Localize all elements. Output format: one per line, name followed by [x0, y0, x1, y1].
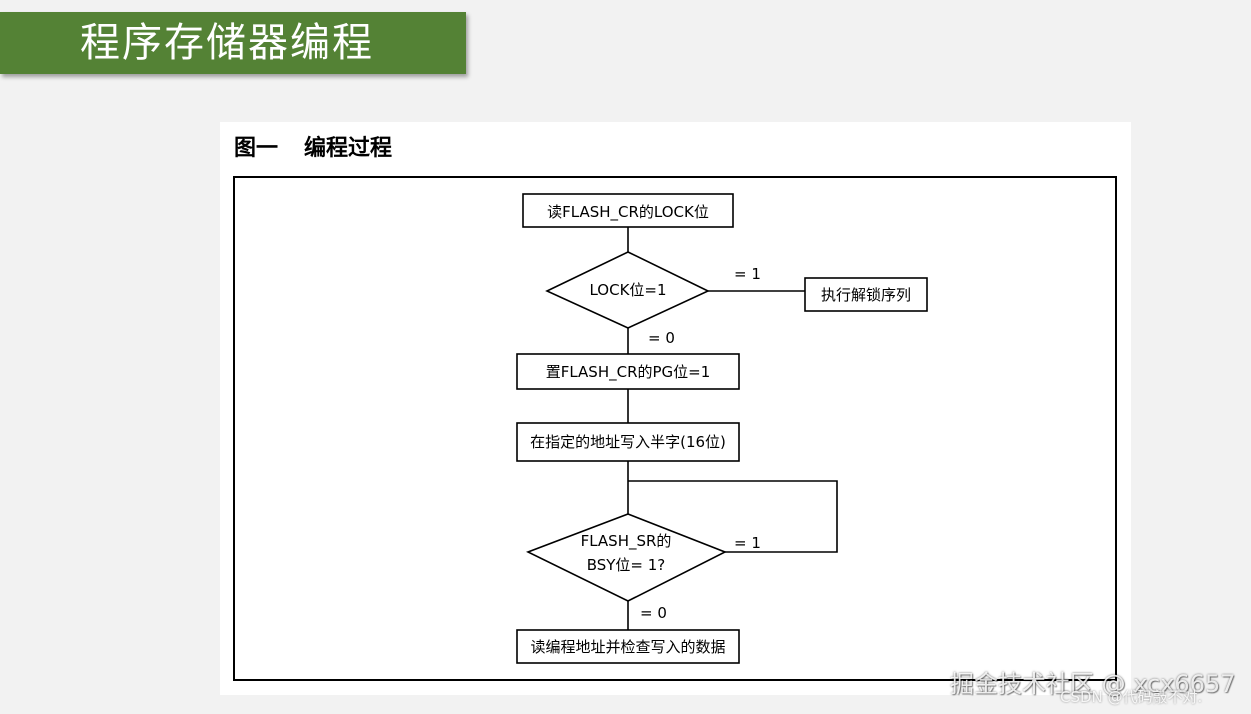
step-verify-box [516, 629, 740, 664]
branch-lock-eq0-label: = 0 [648, 329, 675, 347]
decision-bsy-label-line2: BSY位= 1? [587, 556, 666, 574]
decision-lock-diamond [545, 251, 710, 329]
step-verify-label: 读编程地址并检查写入的数据 [530, 638, 725, 656]
connector-lines [627, 227, 838, 630]
connector-bsy-loop [628, 480, 838, 553]
decision-bsy-label-line1: FLASH_SR的 [581, 532, 672, 551]
figure-caption: 图一编程过程 [234, 130, 392, 162]
decision-bsy-diamond [525, 513, 727, 602]
step-set-pg-label: 置FLASH_CR的PG位=1 [546, 363, 711, 382]
flowchart-frame [233, 176, 1117, 681]
figure-caption-label: 图一 [234, 136, 279, 161]
step-read-lock-label: 读FLASH_CR的LOCK位 [547, 203, 709, 222]
step-unlock-box [804, 277, 928, 312]
watermark-juejin: 掘金技术社区 @ xcx6657 [950, 670, 1236, 698]
step-unlock-label: 执行解锁序列 [821, 286, 911, 304]
figure-caption-title: 编程过程 [304, 136, 393, 161]
watermark-csdn: CSDN @代码敲不对. [1060, 688, 1203, 706]
step-read-lock-box [522, 193, 734, 228]
branch-lock-eq1-label: = 1 [734, 265, 761, 283]
figure-panel: 图一编程过程 读FLASH_CR的LOCK位 LOCK位=1 = 1 执行解锁序… [220, 122, 1131, 695]
branch-bsy-eq1-label: = 1 [734, 534, 761, 552]
step-write-label: 在指定的地址写入半字(16位) [530, 433, 726, 451]
step-set-pg-box [516, 353, 740, 390]
decision-lock-label: LOCK位=1 [589, 281, 666, 299]
slide-title: 程序存储器编程 [80, 20, 374, 66]
step-write-box [516, 422, 740, 462]
flowchart-diagram: 读FLASH_CR的LOCK位 LOCK位=1 = 1 执行解锁序列 = 0 置… [233, 176, 1117, 681]
branch-bsy-eq0-label: = 0 [640, 604, 667, 622]
slide-title-banner: 程序存储器编程 [0, 12, 466, 74]
